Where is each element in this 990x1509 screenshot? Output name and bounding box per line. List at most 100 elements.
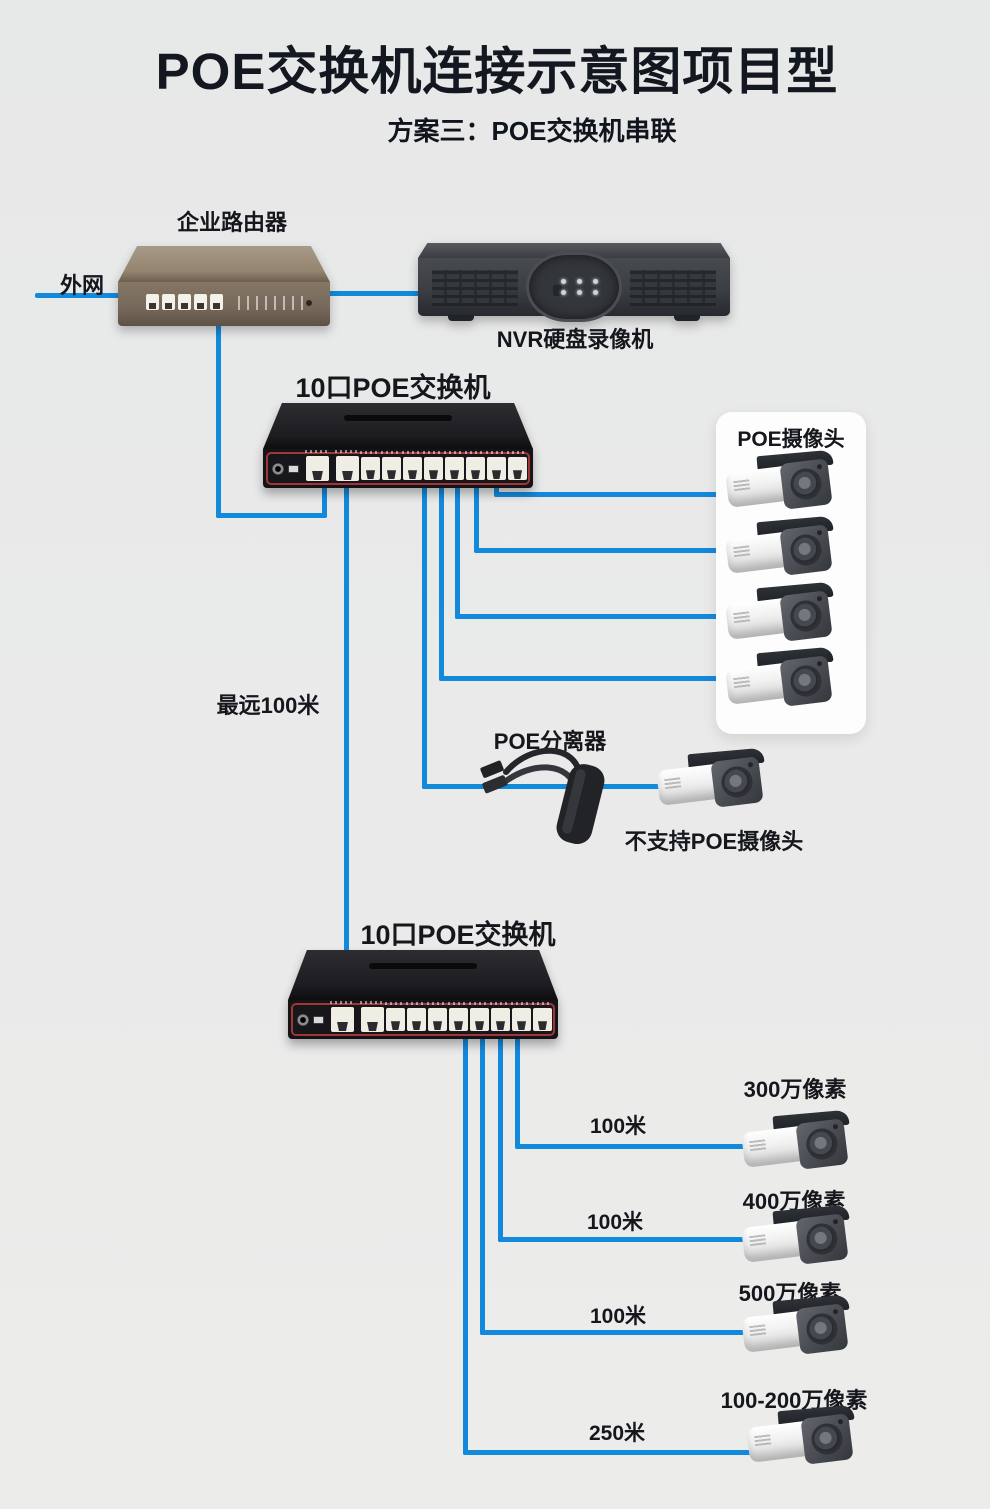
camera-400w	[741, 1204, 858, 1269]
cable-splitter-v	[422, 482, 427, 789]
cable-wan	[35, 293, 127, 298]
switch-top-face	[263, 403, 533, 449]
poe-port	[427, 1002, 447, 1031]
poe-camera-3	[725, 581, 842, 646]
poe-switch-1	[263, 403, 533, 488]
poe-port	[444, 451, 464, 480]
lan-port	[305, 450, 329, 481]
camera-head	[779, 524, 833, 576]
rj45-port	[162, 294, 175, 310]
cable-poecam4-h	[439, 676, 745, 681]
cable-cam400-v	[498, 1036, 503, 1242]
rj45-port	[194, 294, 207, 310]
cable-splitter-h	[422, 784, 672, 789]
router-ports	[146, 294, 223, 310]
cable-poecam3-h	[455, 614, 745, 619]
camera-head	[779, 458, 833, 510]
poe-camera-1	[725, 449, 842, 514]
poe-port	[448, 1002, 468, 1031]
cable-trunk-100m	[344, 482, 349, 1005]
led-dot	[577, 279, 583, 284]
nvr-vent-right	[630, 270, 716, 306]
poe-port	[469, 1002, 489, 1031]
poe-port	[385, 1002, 405, 1031]
nvr-recorder	[418, 243, 730, 323]
cable-switch1-uplink-stub	[322, 482, 327, 518]
camera-lens-icon	[719, 764, 755, 800]
poe-port	[486, 451, 506, 480]
cable-router-down	[216, 318, 221, 518]
camera-head	[795, 1213, 849, 1265]
cable-cam200-v	[463, 1036, 468, 1455]
switch2-label: 10口POE交换机	[360, 920, 556, 950]
wan-label: 外网	[59, 273, 105, 298]
switch-front-face	[288, 1000, 558, 1039]
nvr-top-face	[418, 243, 730, 258]
poe-port	[511, 1002, 531, 1031]
camera-head	[795, 1118, 849, 1170]
nvr-foot	[448, 315, 474, 321]
nvr-logo-icon	[553, 285, 562, 296]
poe-splitter-device	[480, 747, 605, 845]
switch-front-face	[263, 449, 533, 488]
non-poe-camera-label: 不支持POE摄像头	[624, 829, 804, 854]
camera-lens-icon	[804, 1221, 840, 1257]
router-front-face	[118, 282, 330, 326]
cable-poecam1-h	[494, 492, 745, 497]
cable-poecam4-v	[439, 482, 444, 681]
camera-500w	[741, 1294, 858, 1359]
poe-camera-4	[725, 646, 842, 711]
camera-head	[779, 590, 833, 642]
nvr-label: NVR硬盘录像机	[496, 327, 654, 352]
enterprise-router	[118, 246, 330, 326]
cable-poecam1-v	[494, 482, 499, 497]
splitter-body	[556, 764, 605, 845]
rj45-port	[178, 294, 191, 310]
poe-port	[465, 451, 485, 480]
camera-300w-label: 300万像素	[743, 1077, 847, 1102]
nvr-led-grid	[561, 279, 599, 295]
page-title: POE交换机连接示意图项目型	[155, 43, 839, 100]
nvr-vent-left	[432, 270, 518, 306]
switch-port-panel	[266, 450, 530, 485]
camera-lens-icon	[804, 1126, 840, 1162]
poe-port	[360, 451, 380, 480]
router-top-face	[118, 246, 330, 282]
cable-poecam3-v	[455, 482, 460, 619]
nvr-foot	[674, 315, 700, 321]
cable-poecam2-h	[474, 548, 745, 553]
camera-400w-distance: 100米	[586, 1211, 644, 1234]
camera-head	[779, 655, 833, 707]
cable-cam500-h	[480, 1330, 755, 1335]
switch-port-panel	[291, 1001, 555, 1036]
lan-port	[360, 1001, 384, 1032]
camera-300w	[741, 1109, 858, 1174]
led-dot	[593, 279, 599, 284]
camera-lens-icon	[804, 1311, 840, 1347]
power-toggle	[313, 1015, 324, 1024]
router-label: 企业路由器	[176, 210, 288, 235]
router-led-row	[238, 296, 308, 310]
cable-cam300-h	[515, 1144, 755, 1149]
switch-top-face	[288, 950, 558, 1000]
camera-lens-icon	[788, 532, 824, 568]
camera-lens-icon	[809, 1421, 845, 1457]
trunk-distance-label: 最远100米	[216, 693, 320, 718]
poe-port	[507, 451, 527, 480]
nvr-front-face	[418, 252, 730, 322]
poe-port	[490, 1002, 510, 1031]
dc-jack	[272, 462, 284, 475]
camera-200w	[746, 1404, 863, 1469]
lan-port	[335, 450, 359, 481]
camera-head	[710, 756, 764, 808]
led-dot	[561, 279, 567, 284]
led-dot	[577, 290, 583, 295]
page-subtitle: 方案三：POE交换机串联	[387, 116, 677, 146]
dc-jack	[297, 1013, 309, 1026]
camera-300w-distance: 100米	[589, 1115, 647, 1138]
router-reset-button	[306, 300, 312, 306]
poe-switch-2	[288, 950, 558, 1039]
cable-cam500-v	[480, 1036, 485, 1335]
camera-lens-icon	[788, 598, 824, 634]
poe-camera-group-label: POE摄像头	[737, 428, 845, 451]
